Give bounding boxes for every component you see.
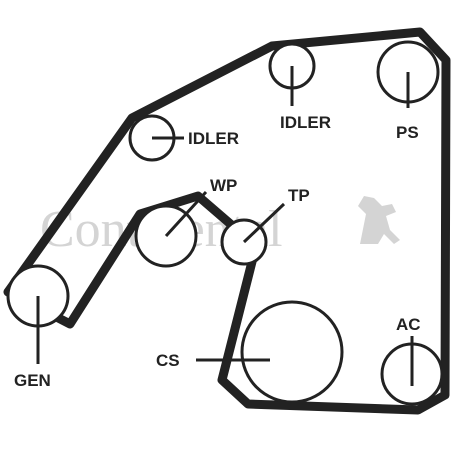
pulley-label-ps: PS [396, 123, 419, 142]
pulley-gen: GEN [6, 264, 70, 390]
pulley-label-tp: TP [288, 186, 310, 205]
pulley-wp: WP [134, 176, 237, 268]
pulley-ac: AC [380, 315, 444, 406]
pulley-label-gen: GEN [14, 371, 51, 390]
pulley-label-ac: AC [396, 315, 421, 334]
pulley-ps: PS [376, 40, 440, 142]
pulley-idler-left: IDLER [128, 114, 239, 162]
pulley-tp: TP [220, 186, 310, 266]
pulley-label-wp: WP [210, 176, 237, 195]
rearing-horse-logo [358, 196, 400, 244]
pulley-cs: CS [156, 300, 344, 404]
pulley-label-cs: CS [156, 351, 180, 370]
pulley-idler-top: IDLER [268, 42, 331, 132]
pulley-label-idler-left: IDLER [188, 129, 239, 148]
continental-watermark: Continental [40, 196, 400, 258]
pulley-label-idler-top: IDLER [280, 113, 331, 132]
